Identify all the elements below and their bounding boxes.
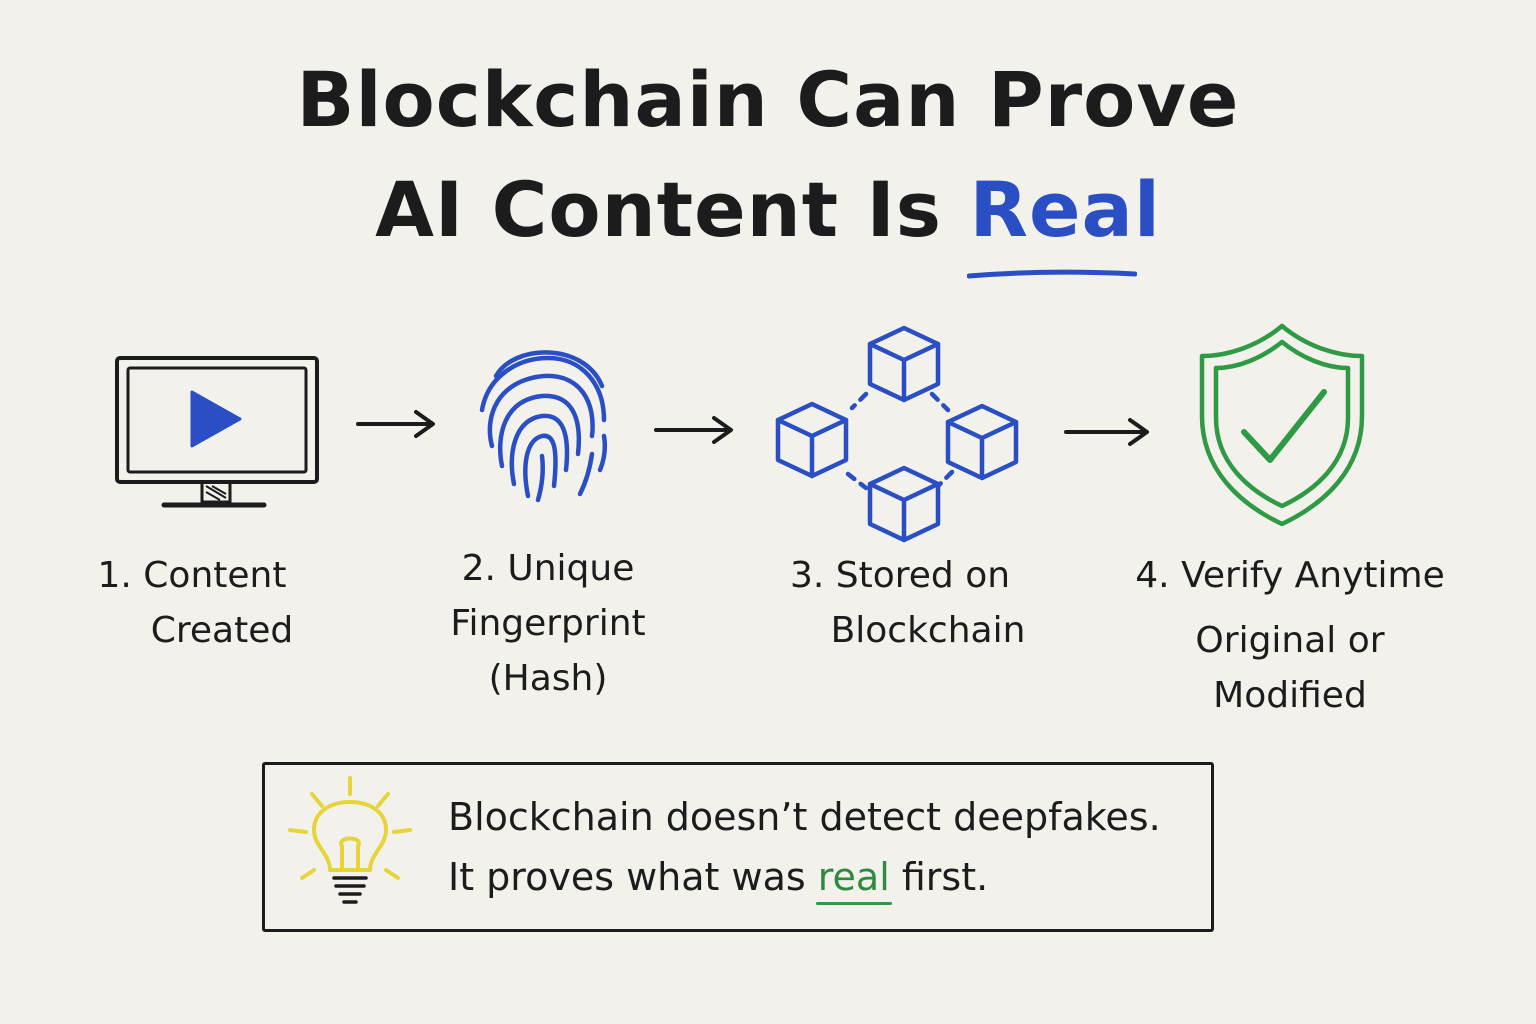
arrow-icon [356, 410, 435, 438]
title-accent-word: Real [967, 172, 1160, 279]
blockchain-cubes-icon [775, 325, 1019, 543]
note-line-2-suffix: first. [889, 855, 989, 899]
step-3-label: 3. Stored on Blockchain [775, 548, 1026, 658]
step-4-line-1: 4. Verify Anytime [1135, 555, 1445, 596]
title-line-1: Blockchain Can Prove [296, 55, 1240, 144]
step-1-line-2: Created [150, 610, 294, 651]
title-line-2: AI Content Is Real [0, 172, 1536, 279]
arrow-icon [1064, 418, 1149, 446]
step-4-label: 4. Verify Anytime Original or Modified [1135, 548, 1444, 723]
step-4-line-2: Original or [1195, 620, 1385, 661]
note-line-2-prefix: It proves what was [448, 855, 818, 899]
step-3-line-2: Blockchain [830, 610, 1026, 651]
step-2-label: 2. Unique Fingerprint (Hash) [450, 541, 645, 706]
title-accent-text: Real [969, 165, 1161, 254]
title-accent-underline [967, 269, 1138, 279]
step-3-line-1: 3. Stored on [789, 555, 1011, 596]
step-2-line-3: (Hash) [488, 658, 608, 699]
note-line-1: Blockchain doesn’t detect deepfakes. [448, 795, 1161, 839]
note-line-2: It proves what was real first. [448, 855, 989, 905]
arrow-icon [654, 416, 733, 444]
step-1-line-1: 1. Content [97, 555, 287, 596]
fingerprint-icon [479, 350, 608, 503]
step-2-line-2: Fingerprint [450, 603, 646, 644]
step-4-line-3: Modified [1213, 675, 1367, 716]
note-box [262, 762, 1214, 932]
lightbulb-icon [288, 776, 412, 904]
step-1-label: 1. Content Created [91, 548, 294, 658]
shield-check-icon [1199, 323, 1365, 527]
title-line-2-prefix: AI Content Is [375, 165, 970, 254]
step-2-line-1: 2. Unique [461, 548, 635, 589]
monitor-play-icon [115, 356, 319, 508]
note-highlight-word: real [815, 855, 892, 905]
